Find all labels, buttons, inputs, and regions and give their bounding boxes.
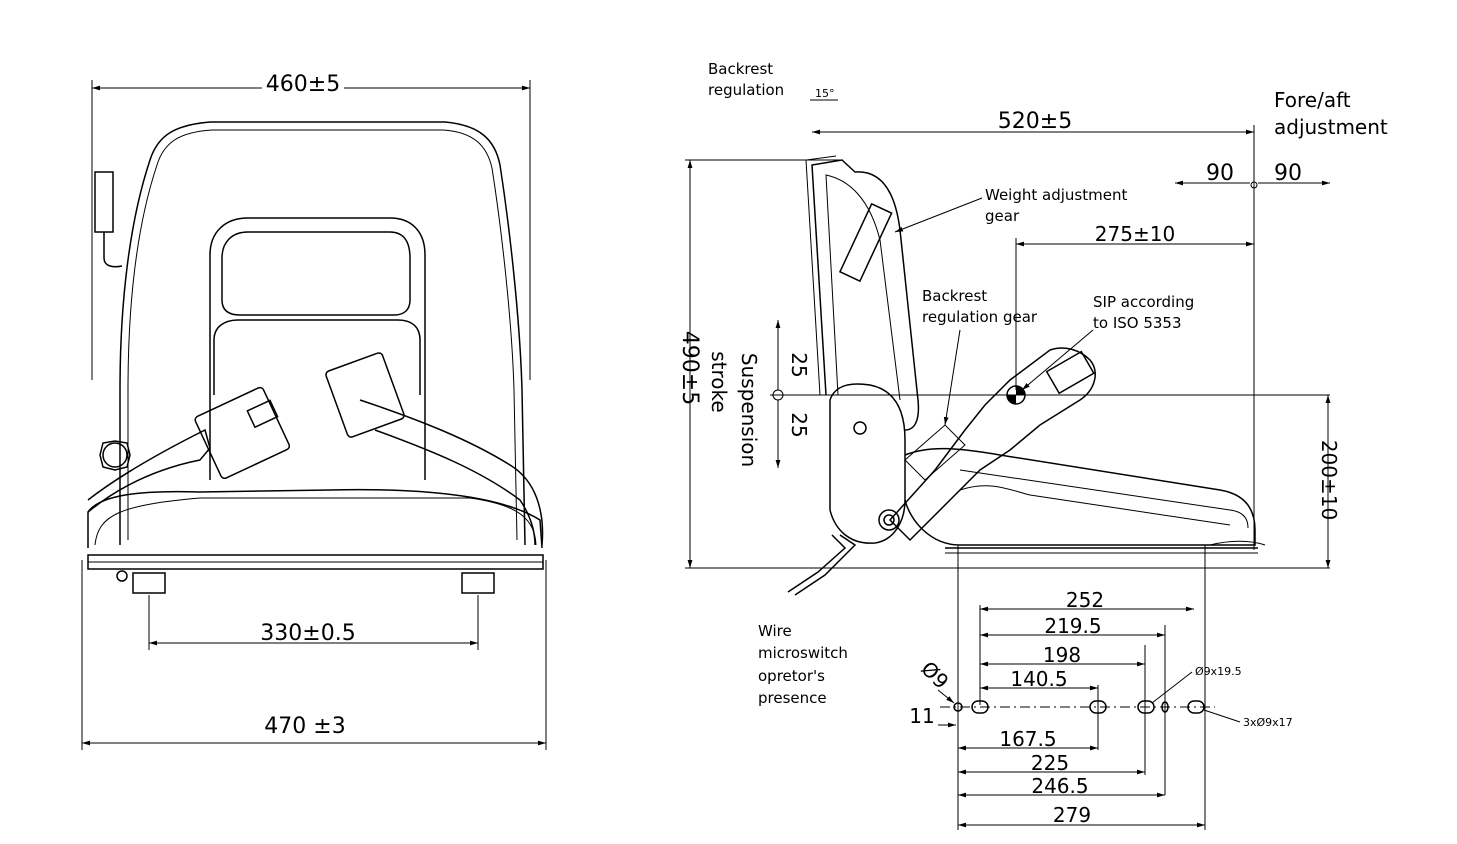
slot-2 <box>1089 700 1107 714</box>
dim-width-base: 470 ±3 <box>264 714 345 739</box>
slot-1 <box>971 700 989 714</box>
label-backrest-regulation-1: Backrest <box>708 60 773 78</box>
seat-cushion <box>87 488 543 549</box>
dim-offset: 11 <box>909 704 934 728</box>
slot-4 <box>1187 700 1205 714</box>
weight-adjust-gear <box>838 202 893 283</box>
side-seat-cushion <box>904 447 1256 546</box>
backrest-cutout-lower <box>213 319 421 395</box>
dim-mount-spacing: 330±0.5 <box>260 621 355 646</box>
seat-backrest-outline <box>119 121 526 546</box>
label-wire-4: presence <box>758 689 827 707</box>
dim-hole-219: 219.5 <box>1044 614 1101 638</box>
dim-hole-225: 225 <box>1031 751 1069 775</box>
label-angle: 15° <box>815 87 835 100</box>
dim-total-height: 490±5 <box>677 331 702 405</box>
dim-hole-252: 252 <box>1066 588 1104 612</box>
mount-bracket-left <box>132 572 166 594</box>
dim-width-top: 460±5 <box>266 72 340 97</box>
side-backrest <box>811 159 920 431</box>
label-fore-aft-1: Fore/aft <box>1274 88 1351 112</box>
adjustment-knob <box>102 442 128 468</box>
label-wire-3: opretor's <box>758 667 825 685</box>
label-weight-adjustment-2: gear <box>985 207 1020 225</box>
dim-sip-height: 200±10 <box>1317 440 1341 520</box>
hole-round <box>953 702 963 712</box>
dim-hole-279: 279 <box>1053 803 1091 827</box>
label-sip-2: to ISO 5353 <box>1093 314 1182 332</box>
label-wire-2: microswitch <box>758 644 848 662</box>
backrest-cutout-upper <box>221 231 411 316</box>
backrest-cushion <box>209 217 426 480</box>
dim-hole-140: 140.5 <box>1010 667 1067 691</box>
label-backrest-regulation-2: regulation <box>708 81 784 99</box>
mount-bracket-right <box>461 572 495 594</box>
dim-suspension-up: 25 <box>787 352 811 377</box>
label-suspension-1: Suspension <box>737 353 761 467</box>
dim-sip-distance: 275±10 <box>1095 222 1175 246</box>
seat-belt-right <box>359 399 544 546</box>
dim-fore: 90 <box>1206 161 1234 186</box>
side-belt-retractor <box>888 347 1096 542</box>
dim-hole-198: 198 <box>1043 643 1081 667</box>
side-wire <box>787 534 857 596</box>
dim-diameter: Ø9 <box>916 656 953 693</box>
belt-tongue <box>325 352 405 438</box>
label-slot-small: 3xØ9x17 <box>1243 716 1293 729</box>
dim-suspension-down: 25 <box>787 412 811 437</box>
backrest-handle <box>94 171 114 233</box>
label-weight-adjustment-1: Weight adjustment <box>985 186 1127 204</box>
seat-backrest-inner-outline <box>127 129 518 541</box>
dim-aft: 90 <box>1274 161 1302 186</box>
hole-small <box>1161 701 1169 713</box>
label-wire-1: Wire <box>758 622 792 640</box>
label-slot-main: Ø9x19.5 <box>1195 665 1242 678</box>
label-fore-aft-2: adjustment <box>1274 115 1388 139</box>
front-view: 460±5 330±0.5 470 ±3 <box>81 70 547 750</box>
dim-hole-246: 246.5 <box>1031 774 1088 798</box>
label-sip-1: SIP according <box>1093 293 1194 311</box>
belt-buckle <box>194 386 291 480</box>
side-view: Backrest regulation 15° 520±5 Fore/aft a… <box>677 60 1388 707</box>
dim-depth: 520±5 <box>998 109 1072 134</box>
mounting-pattern: 252 219.5 198 140.5 Ø9 11 Ø9x19.5 3xØ9x1… <box>909 545 1293 830</box>
label-backrest-gear-1: Backrest <box>922 287 987 305</box>
slot-3 <box>1137 700 1155 714</box>
label-backrest-gear-2: regulation gear <box>922 308 1038 326</box>
label-suspension-2: stroke <box>707 351 731 412</box>
seat-belt-left <box>87 428 211 513</box>
dim-hole-167: 167.5 <box>999 727 1056 751</box>
